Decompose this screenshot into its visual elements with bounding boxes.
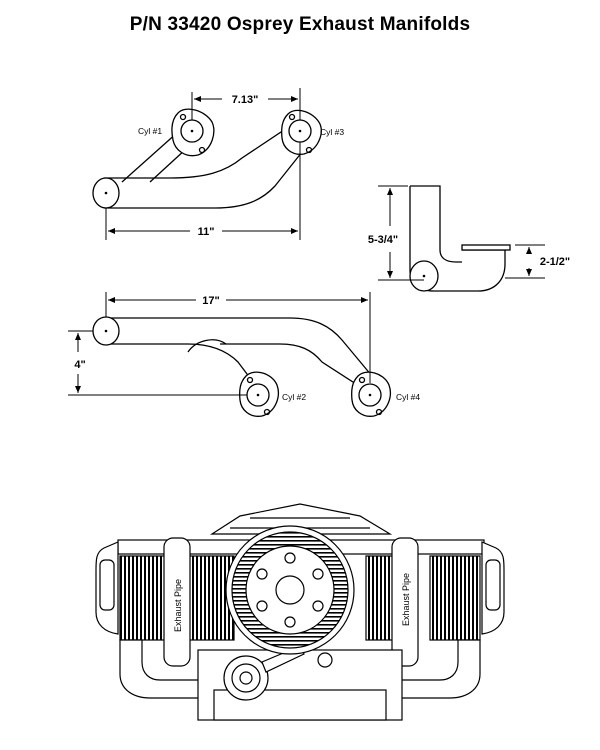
- label-cyl-1: Cyl #1: [138, 126, 162, 136]
- top-manifold-dimensions: [105, 88, 301, 240]
- engine-illustration: [95, 503, 505, 721]
- side-view-dimensions: [378, 185, 545, 281]
- label-cyl-2: Cyl #2: [282, 392, 306, 402]
- label-exhaust-pipe-left: Exhaust Pipe: [173, 579, 183, 632]
- dim-offset-bottom: 4": [74, 359, 85, 371]
- flange-cyl-3: [281, 109, 322, 155]
- dim-flange-height: 2-1/2": [540, 256, 570, 268]
- label-cyl-3: Cyl #3: [320, 127, 344, 137]
- dim-side-height: 5-3/4": [368, 234, 398, 246]
- dim-overall-length-bottom: 17": [202, 295, 219, 307]
- top-manifold: [92, 108, 322, 209]
- dim-overall-length-top: 11": [198, 226, 215, 238]
- bottom-manifold: [92, 316, 391, 417]
- page-title: P/N 33420 Osprey Exhaust Manifolds: [129, 14, 471, 35]
- dim-flange-spacing-top: 7.13": [232, 94, 259, 106]
- flange-cyl-1: [171, 108, 215, 157]
- bottom-manifold-centers: [104, 329, 372, 397]
- top-manifold-centers: [104, 129, 302, 195]
- bottom-manifold-dimensions: [68, 292, 371, 396]
- label-exhaust-pipe-right: Exhaust Pipe: [401, 573, 411, 626]
- label-cyl-4: Cyl #4: [396, 392, 420, 402]
